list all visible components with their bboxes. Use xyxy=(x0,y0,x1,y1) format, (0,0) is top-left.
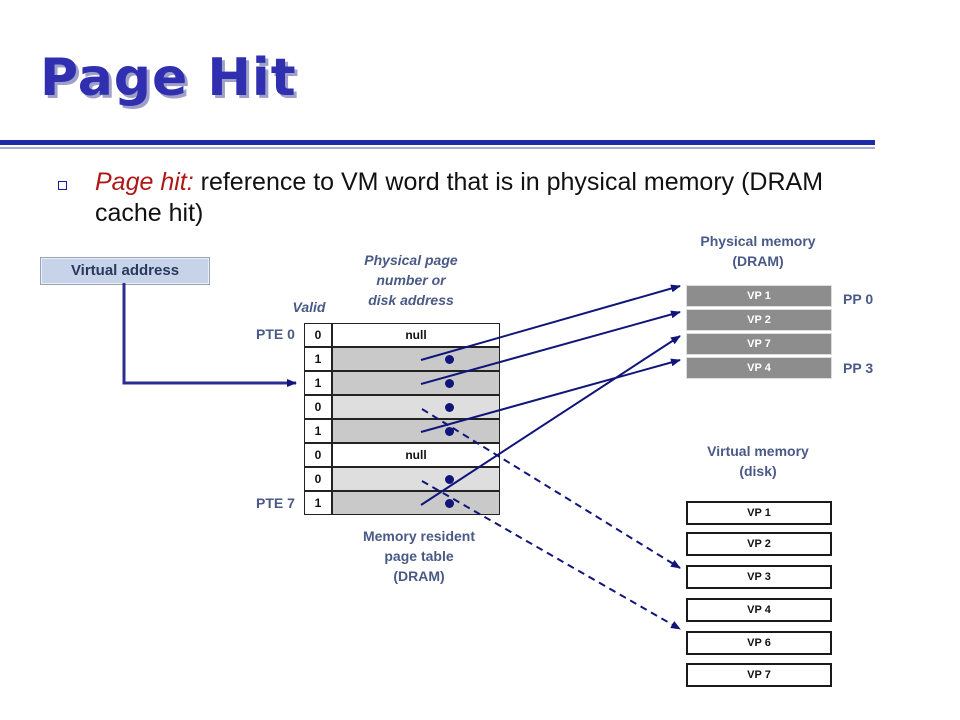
valid-bit: 0 xyxy=(304,443,332,467)
pte-last-label: PTE 7 xyxy=(256,495,295,511)
page-table-entry xyxy=(332,347,500,371)
va-pointer-arrow xyxy=(122,283,297,387)
vm-title-line: (disk) xyxy=(739,463,777,479)
page-table-row: 1 xyxy=(304,491,500,515)
page-table-entry xyxy=(332,371,500,395)
page-table-entry xyxy=(332,395,500,419)
pte4-to-pp3-arrow xyxy=(420,358,681,433)
virtual-address-box: Virtual address xyxy=(40,257,210,285)
bullet-text: Page hit: reference to VM word that is i… xyxy=(95,167,895,229)
caption-line: (DRAM) xyxy=(393,568,445,584)
physical-page: VP 2 xyxy=(686,309,832,331)
virtual-page: VP 3 xyxy=(686,565,832,589)
title-rule xyxy=(0,140,875,145)
valid-bit: 0 xyxy=(304,323,332,347)
physical-page: VP 4 xyxy=(686,357,832,379)
valid-bit: 1 xyxy=(304,491,332,515)
virtual-page: VP 6 xyxy=(686,631,832,655)
valid-label: Valid xyxy=(292,299,326,315)
page-table-row: 1 xyxy=(304,419,500,443)
pointer-dot xyxy=(445,427,454,436)
pte-first-label: PTE 0 xyxy=(256,326,295,342)
caption-line: Memory resident xyxy=(362,528,476,544)
page-table-row: 0 xyxy=(304,395,500,419)
virtual-memory-title: Virtual memory (disk) xyxy=(678,441,838,481)
bullet-body: reference to VM word that is in physical… xyxy=(95,168,824,227)
virtual-page: VP 2 xyxy=(686,532,832,556)
pte2-to-pp1-arrow xyxy=(420,310,681,385)
pointer-dot xyxy=(445,379,454,388)
page-table-row: 1 xyxy=(304,371,500,395)
slide-title: Page Hit xyxy=(40,48,297,108)
caption-line: page table xyxy=(384,548,454,564)
ppn-label-line: disk address xyxy=(368,292,454,308)
page-table-row: 1 xyxy=(304,347,500,371)
page-table-entry: null xyxy=(332,323,500,347)
vm-title-line: Virtual memory xyxy=(707,443,809,459)
virtual-page: VP 1 xyxy=(686,501,832,525)
pointer-dot xyxy=(445,475,454,484)
physical-page: VP 7 xyxy=(686,333,832,355)
pte6-to-disk-arrow xyxy=(421,480,681,630)
valid-bit: 1 xyxy=(304,371,332,395)
pte3-to-disk-arrow xyxy=(421,408,681,569)
pp-last-label: PP 3 xyxy=(843,360,874,376)
virtual-page: VP 4 xyxy=(686,598,832,622)
pointer-dot xyxy=(445,499,454,508)
pointer-dot xyxy=(445,403,454,412)
pointer-dot xyxy=(445,355,454,364)
pm-title-line: Physical memory xyxy=(700,233,816,249)
page-table-caption: Memory resident page table (DRAM) xyxy=(339,526,499,586)
physical-memory-title: Physical memory (DRAM) xyxy=(678,231,838,271)
bullet-marker xyxy=(58,181,67,190)
valid-bit: 1 xyxy=(304,419,332,443)
valid-bit: 0 xyxy=(304,467,332,491)
pp-first-label: PP 0 xyxy=(843,291,874,307)
ppn-label: Physical page number or disk address xyxy=(336,250,486,310)
page-table-entry xyxy=(332,419,500,443)
virtual-page: VP 7 xyxy=(686,663,832,687)
title-rule-shadow xyxy=(0,147,875,149)
ppn-label-line: Physical page xyxy=(364,252,458,268)
pte7-to-pp2-arrow xyxy=(420,335,681,506)
page-table-entry xyxy=(332,491,500,515)
valid-bit: 0 xyxy=(304,395,332,419)
bullet-term: Page hit: xyxy=(95,168,194,196)
ppn-label-line: number or xyxy=(376,272,446,288)
physical-page: VP 1 xyxy=(686,285,832,307)
pte1-to-pp0-arrow xyxy=(420,284,681,361)
valid-bit: 1 xyxy=(304,347,332,371)
pm-title-line: (DRAM) xyxy=(732,253,784,269)
page-table-entry: null xyxy=(332,443,500,467)
